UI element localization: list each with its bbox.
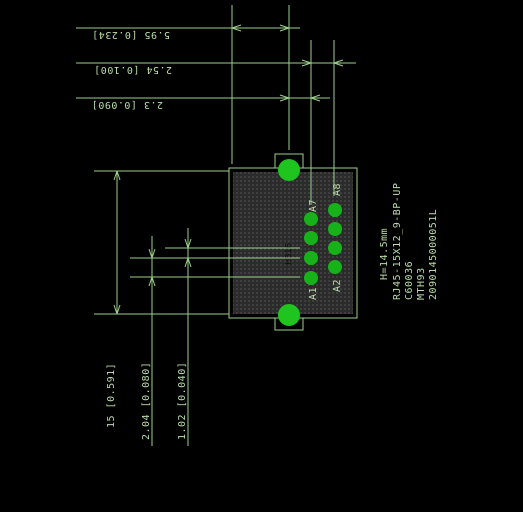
pin-label-a2: A2 [332,279,343,292]
mount-hole-bottom [278,304,300,326]
arrow [279,94,290,102]
arrow [279,24,290,32]
pin-label-a8: A8 [332,183,343,196]
pad [328,222,342,236]
pad [304,251,318,265]
pad [304,271,318,285]
dim-label-left-1: 15 [0.591] [106,363,117,428]
dim-label-top-3: 2.3 [0.090] [91,99,163,110]
arrow [184,257,192,268]
part-height: H=14.5mm [379,228,390,280]
dim-label-top-2: 2.54 [0.100] [94,64,172,75]
arrow [148,248,156,259]
pin-label-a7: A7 [308,199,319,212]
pad [304,231,318,245]
pin-label-a1: A1 [308,287,319,300]
pin-label-mid: HB16 [284,243,293,265]
pad [328,260,342,274]
mount-hole-top [278,159,300,181]
part-type: MTH93 [416,267,427,300]
part-code: C60036 [404,261,415,300]
arrow [113,304,121,315]
arrow [333,59,344,67]
arrow [231,24,242,32]
pad [328,241,342,255]
dim-label-left-2: 2.04 [0.080] [141,362,152,440]
dim-label-left-3: 1.02 [0.040] [177,362,188,440]
arrow [301,59,312,67]
part-number: 2090145000051L [428,209,439,300]
arrow [310,94,321,102]
pad [328,203,342,217]
arrow [113,170,121,181]
pad [304,212,318,226]
dim-label-top-1: 5.95 [0.234] [92,29,170,40]
part-name: RJ45-15X12_9-BP-UP [392,183,403,300]
arrow [148,276,156,287]
arrow [184,238,192,249]
